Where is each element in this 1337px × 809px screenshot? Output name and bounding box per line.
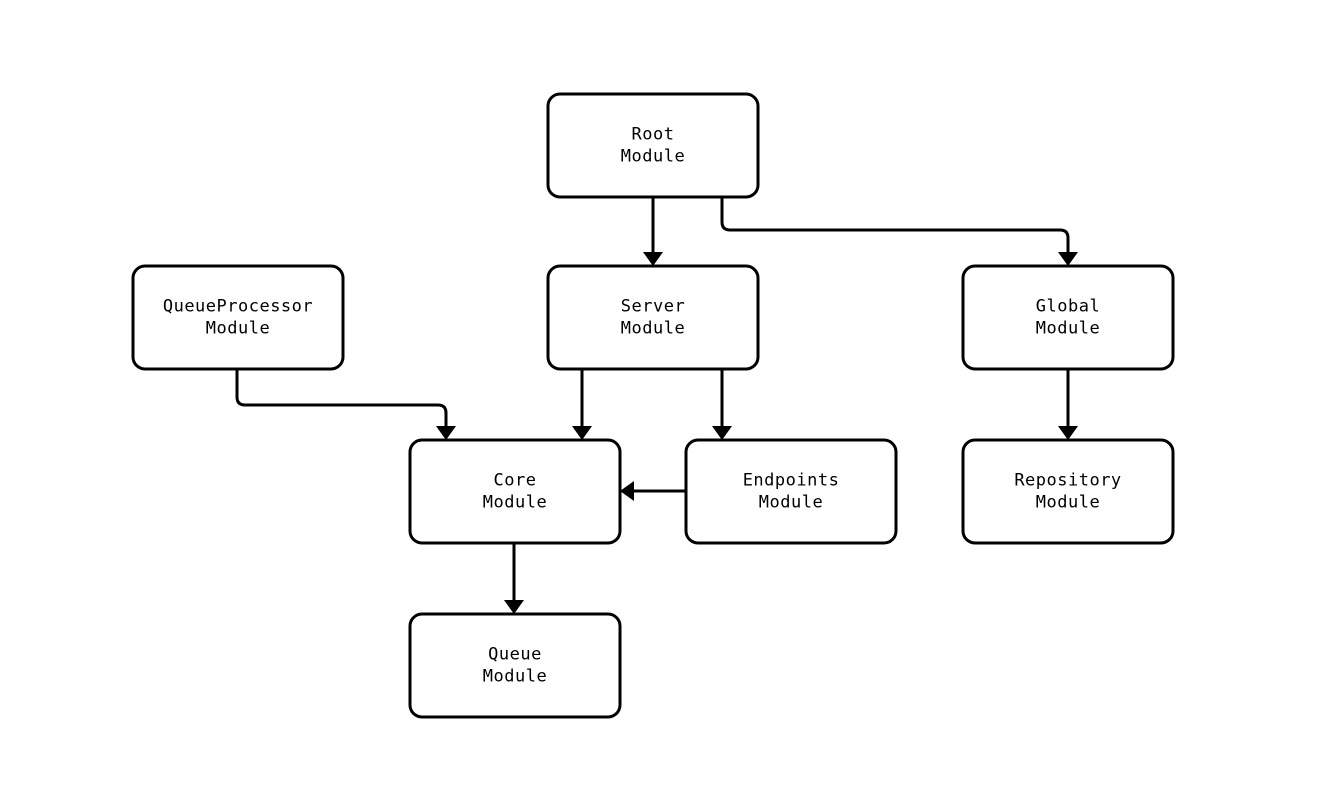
node-root-module-label-line2: Module xyxy=(621,147,685,167)
arrowhead-icon-server-to-endpoints xyxy=(712,426,732,440)
node-endpoints-module-label-line2: Module xyxy=(759,493,823,513)
node-queue-module-label-line1: Queue xyxy=(488,645,542,665)
node-global-module-label-line1: Global xyxy=(1036,297,1100,317)
node-global-module[interactable]: Global Module xyxy=(961,264,1175,371)
node-repository-module-box[interactable] xyxy=(961,438,1175,545)
node-layer: Root Module QueueProcessor Module Server… xyxy=(131,92,1175,719)
arrowhead-layer xyxy=(436,252,1078,614)
node-root-module-box[interactable] xyxy=(546,92,760,199)
node-repository-module-label-line1: Repository xyxy=(1014,471,1121,491)
node-server-module-label-line1: Server xyxy=(621,297,685,317)
node-queueprocessor-module[interactable]: QueueProcessor Module xyxy=(131,264,345,371)
node-queue-module-box[interactable] xyxy=(408,612,622,719)
node-server-module-label-line2: Module xyxy=(621,319,685,339)
arrowhead-icon-server-to-core xyxy=(572,426,592,440)
node-root-module[interactable]: Root Module xyxy=(546,92,760,199)
node-server-module[interactable]: Server Module xyxy=(546,264,760,371)
node-core-module-label-line1: Core xyxy=(494,471,537,491)
arrowhead-icon-core-to-queue xyxy=(504,600,524,614)
node-global-module-label-line2: Module xyxy=(1036,319,1100,339)
node-endpoints-module-box[interactable] xyxy=(684,438,898,545)
node-queueprocessor-module-label-line1: QueueProcessor xyxy=(163,297,313,317)
edge-root-to-global xyxy=(720,197,1070,252)
node-endpoints-module-label-line1: Endpoints xyxy=(743,471,840,491)
node-core-module-label-line2: Module xyxy=(483,493,547,513)
arrowhead-icon-endpoints-to-core xyxy=(620,481,634,501)
node-server-module-box[interactable] xyxy=(546,264,760,371)
node-endpoints-module[interactable]: Endpoints Module xyxy=(684,438,898,545)
arrowhead-icon-queueprocessor-to-core xyxy=(436,426,456,440)
arrowhead-icon-root-to-server xyxy=(643,252,663,266)
edge-layer xyxy=(235,197,1070,600)
arrowhead-icon-root-to-global xyxy=(1058,252,1078,266)
node-queue-module-label-line2: Module xyxy=(483,667,547,687)
node-queueprocessor-module-box[interactable] xyxy=(131,264,345,371)
node-core-module-box[interactable] xyxy=(408,438,622,545)
arrowhead-icon-global-to-repository xyxy=(1058,426,1078,440)
node-root-module-label-line1: Root xyxy=(632,125,675,145)
node-repository-module[interactable]: Repository Module xyxy=(961,438,1175,545)
node-queueprocessor-module-label-line2: Module xyxy=(206,319,270,339)
node-repository-module-label-line2: Module xyxy=(1036,493,1100,513)
node-queue-module[interactable]: Queue Module xyxy=(408,612,622,719)
node-global-module-box[interactable] xyxy=(961,264,1175,371)
node-core-module[interactable]: Core Module xyxy=(408,438,622,545)
edge-queueprocessor-to-core xyxy=(235,369,448,426)
